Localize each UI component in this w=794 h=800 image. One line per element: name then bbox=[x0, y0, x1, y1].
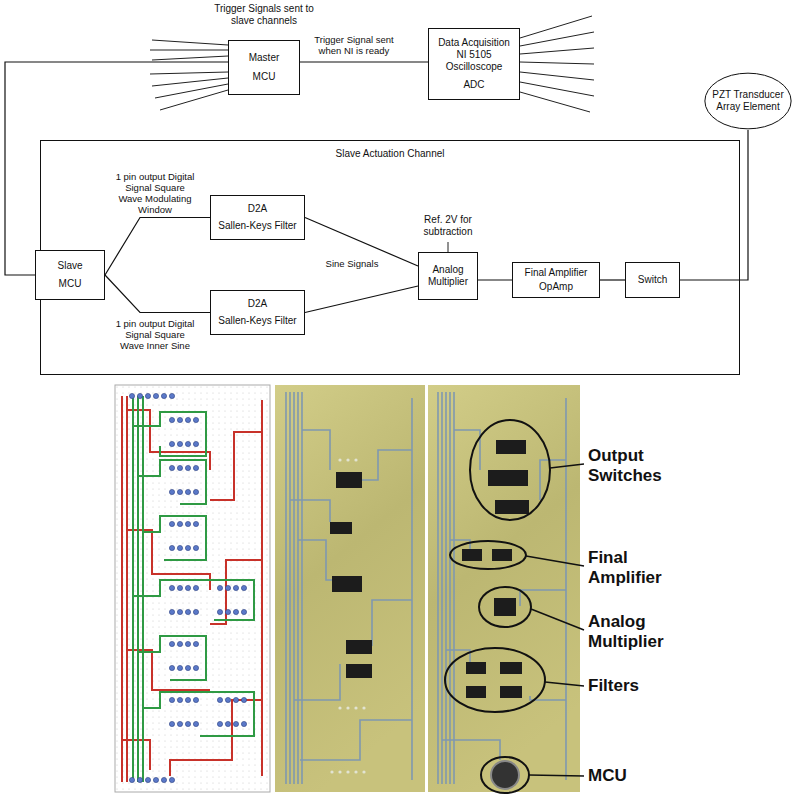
signal-line bbox=[680, 130, 748, 280]
signal-line bbox=[300, 61, 428, 62]
part-label: Analog Multiplier bbox=[588, 612, 688, 652]
process-box: SlaveMCU bbox=[35, 250, 105, 300]
node-text: Master bbox=[249, 52, 280, 64]
edge-label: 1 pin output Digital Signal Square Wave … bbox=[112, 171, 198, 215]
amplifier-box: Final AmplifierOpAmp bbox=[512, 262, 600, 298]
part-label: Filters bbox=[588, 676, 688, 696]
pcb-layout bbox=[115, 385, 270, 792]
channel-fan bbox=[520, 16, 594, 112]
edge-label: 1 pin output Digital Signal Square Wave … bbox=[112, 318, 198, 351]
process-box: MasterMCU bbox=[228, 40, 300, 95]
node-text: Sallen-Keys Filter bbox=[218, 315, 296, 327]
signal-line bbox=[5, 62, 228, 275]
transducer-ellipse: PZT Transducer Array Element bbox=[704, 72, 792, 130]
node-text: MCU bbox=[59, 278, 82, 290]
node-text: OpAmp bbox=[539, 281, 573, 293]
node-text: D2A bbox=[248, 203, 267, 215]
node-text: D2A bbox=[248, 298, 267, 310]
node-text: Final Amplifier bbox=[525, 267, 588, 279]
pcb-photo bbox=[275, 385, 425, 792]
highlight-ellipse bbox=[445, 420, 550, 793]
node-text: Slave bbox=[57, 260, 82, 272]
signal-line bbox=[105, 218, 210, 276]
annotation-label: Ref. 2V for subtraction bbox=[410, 214, 486, 238]
trigger-fan bbox=[150, 40, 228, 110]
node-text: PZT Transducer Array Element bbox=[710, 89, 786, 113]
multiplier-box: Analog Multiplier bbox=[418, 252, 478, 300]
filter-box: D2A Sallen-Keys Filter bbox=[210, 290, 305, 335]
pcb-photo bbox=[428, 385, 584, 793]
node-text: Switch bbox=[638, 274, 667, 286]
node-text: MCU bbox=[253, 71, 276, 83]
switch-box: Switch bbox=[625, 262, 680, 298]
node-text: Analog Multiplier bbox=[423, 264, 473, 288]
edge-label: Trigger Signal sent when NI is ready bbox=[304, 34, 404, 56]
node-text: Sallen-Keys Filter bbox=[218, 220, 296, 232]
part-label: Output Switches bbox=[588, 446, 688, 486]
part-label: Final Amplifier bbox=[588, 548, 688, 588]
part-label: MCU bbox=[588, 766, 688, 786]
process-box: Data Acquisition NI 5105 OscilloscopeADC bbox=[428, 28, 520, 100]
signal-line bbox=[105, 275, 210, 313]
edge-label: Sine Signals bbox=[322, 258, 382, 269]
leader-line bbox=[526, 464, 584, 776]
group-title: Slave Actuation Channel bbox=[336, 148, 445, 160]
signal-line bbox=[305, 286, 418, 313]
reference-leader bbox=[448, 242, 449, 252]
node-text: Data Acquisition NI 5105 Oscilloscope bbox=[433, 37, 515, 73]
annotation-label: Trigger Signals sent to slave channels bbox=[209, 3, 319, 27]
signal-line bbox=[600, 279, 625, 280]
node-text: ADC bbox=[463, 79, 484, 91]
filter-box: D2A Sallen-Keys Filter bbox=[210, 195, 305, 240]
signal-line bbox=[478, 279, 512, 280]
